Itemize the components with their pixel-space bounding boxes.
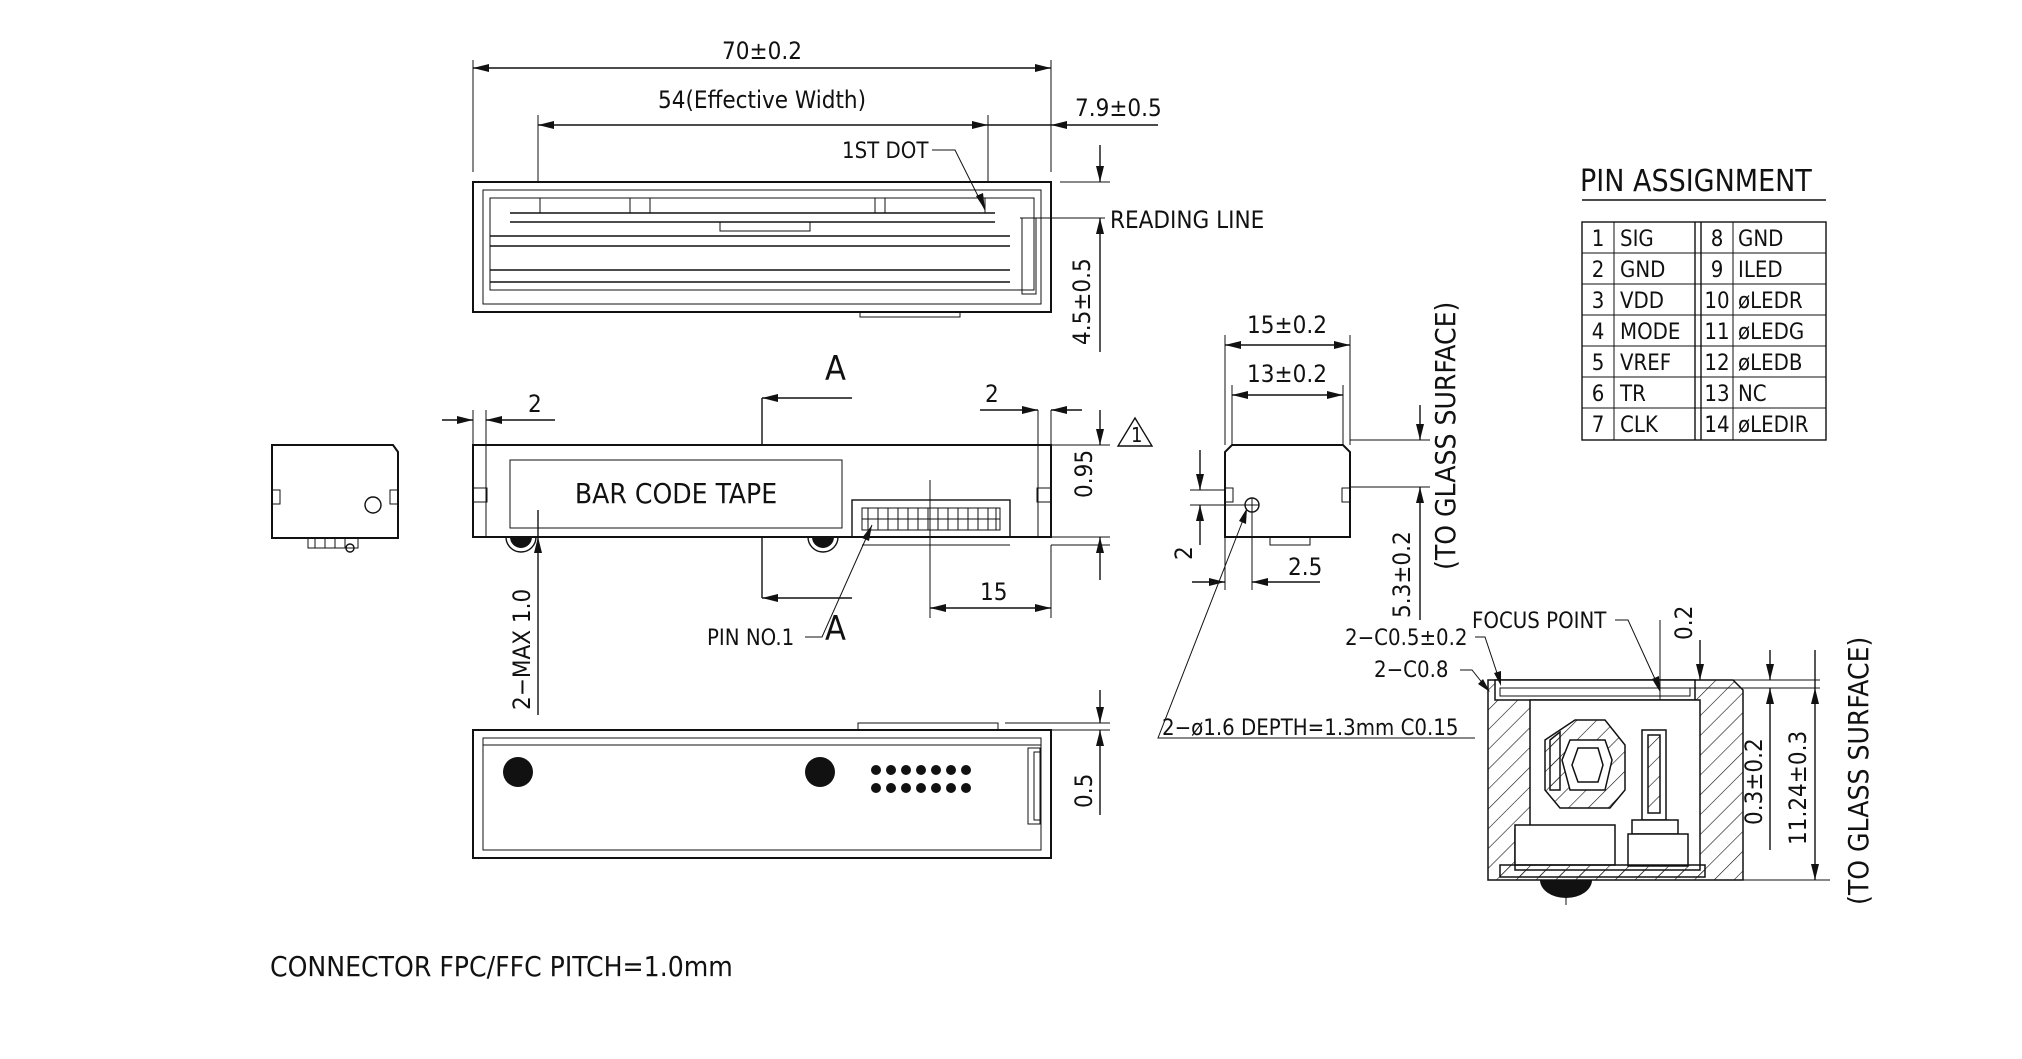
dim-15: 15 <box>980 578 1007 606</box>
dim-side-offset: 7.9±0.5 <box>1075 94 1162 122</box>
dim-side-2: 2 <box>1170 546 1198 560</box>
section-a-top: A <box>825 349 846 389</box>
pin-no: 8 <box>1711 227 1724 252</box>
pin-no: 13 <box>1704 382 1729 407</box>
label-chamfer-2: 2−C0.8 <box>1374 658 1448 683</box>
pin-name: SIG <box>1620 227 1654 252</box>
label-bar-code-tape: BAR CODE TAPE <box>575 477 777 510</box>
label-focus-point: FOCUS POINT <box>1472 609 1607 634</box>
label-reading-line: READING LINE <box>1110 206 1264 234</box>
pin-name: øLEDR <box>1738 289 1803 314</box>
pin-no: 1 <box>1592 227 1605 252</box>
dim-effective-width: 54(Effective Width) <box>658 86 866 114</box>
dim-side-25: 2.5 <box>1288 553 1322 581</box>
connector-note: CONNECTOR FPC/FFC PITCH=1.0mm <box>270 950 733 983</box>
dim-side-15: 15±0.2 <box>1247 311 1327 339</box>
front-view: 2 2 A A 1 BAR CODE TAPE <box>271 349 1154 715</box>
pin-no: 3 <box>1592 289 1605 314</box>
label-first-dot: 1ST DOT <box>842 139 929 164</box>
label-glass-surface-1: (TO GLASS SURFACE) <box>1429 302 1462 570</box>
pin-name: øLEDB <box>1738 351 1802 376</box>
top-view: 70±0.2 54(Effective Width) 7.9±0.5 1ST D… <box>472 37 1264 352</box>
dim-sec-1124: 11.24±0.3 <box>1784 731 1812 845</box>
dim-side-13: 13±0.2 <box>1247 360 1327 388</box>
pin-no: 5 <box>1592 351 1605 376</box>
pin-no: 9 <box>1711 258 1724 283</box>
label-chamfer-1: 2−C0.5±0.2 <box>1345 626 1468 651</box>
section-a-bottom: A <box>825 609 846 649</box>
label-pin-no1: PIN NO.1 <box>707 626 794 651</box>
pin-name: MODE <box>1620 320 1680 345</box>
pin-no: 11 <box>1704 320 1729 345</box>
dim-bottom-05: 0.5 <box>1070 774 1098 808</box>
pin-name: GND <box>1620 258 1665 283</box>
pin-no: 7 <box>1592 413 1605 438</box>
bottom-pads <box>871 765 971 793</box>
dim-left-margin: 2 <box>528 390 542 418</box>
pin-no: 12 <box>1704 351 1729 376</box>
pin-name: NC <box>1738 382 1767 407</box>
pin-name: CLK <box>1620 413 1659 438</box>
pin-assignment-table: PIN ASSIGNMENT 1 SIG 2 GND 3 VDD 4 MODE … <box>1580 164 1827 441</box>
dim-height-top: 4.5±0.5 <box>1068 258 1096 345</box>
label-hole-note: 2−ø1.6 DEPTH=1.3mm C0.15 <box>1162 716 1458 741</box>
dim-max-protrusion: 2−MAX 1.0 <box>508 589 536 710</box>
pin-no: 6 <box>1592 382 1605 407</box>
pin-no: 14 <box>1704 413 1729 438</box>
bottom-view: 0.5 <box>472 690 1110 859</box>
dim-sec-02: 0.2 <box>1670 606 1698 640</box>
warning-symbol: 1 <box>1131 423 1142 447</box>
dim-095: 0.95 <box>1070 450 1098 498</box>
dim-overall-width: 70±0.2 <box>722 37 802 65</box>
label-glass-surface-2: (TO GLASS SURFACE) <box>1842 637 1875 905</box>
section-view: FOCUS POINT 0.2 2−C0.5±0.2 2−C0.8 0.3±0.… <box>1345 606 1875 905</box>
pin-name: øLEDG <box>1738 320 1804 345</box>
pin-name: GND <box>1738 227 1783 252</box>
pin-no: 4 <box>1592 320 1605 345</box>
pin-name: ILED <box>1738 258 1783 283</box>
pin-no: 2 <box>1592 258 1605 283</box>
pin-name: TR <box>1619 382 1646 407</box>
side-view: 15±0.2 13±0.2 5.3±0.2 (TO GLASS SURFACE) <box>1157 302 1475 741</box>
pin-name: VREF <box>1620 351 1671 376</box>
dim-sec-03: 0.3±0.2 <box>1740 738 1768 825</box>
dim-side-53: 5.3±0.2 <box>1388 531 1416 618</box>
pin-table-title: PIN ASSIGNMENT <box>1580 164 1812 199</box>
dim-right-margin: 2 <box>985 380 999 408</box>
pin-name: øLEDIR <box>1738 413 1809 438</box>
pin-name: VDD <box>1620 289 1664 314</box>
pin-no: 10 <box>1704 289 1729 314</box>
